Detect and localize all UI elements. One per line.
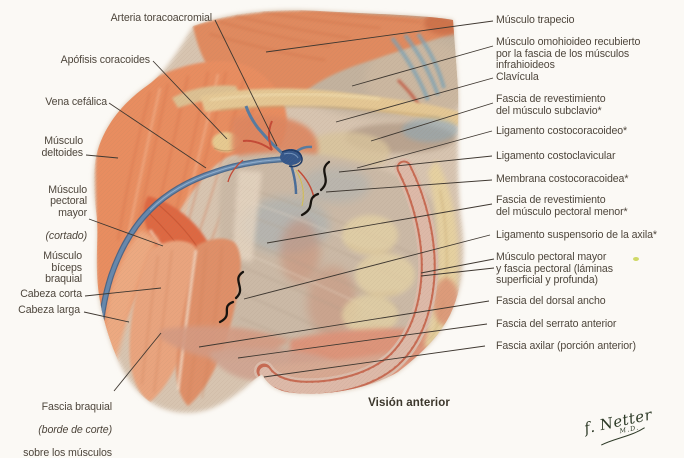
leader-fascia-braquial xyxy=(113,332,162,392)
label-text: Fascia braquial xyxy=(41,400,112,413)
leader-fascia-dorsal-ancho xyxy=(198,300,490,348)
leader-membrana-costocoracoidea xyxy=(325,179,493,193)
label-fascia-pectoral-menor: Fascia de revestimiento del músculo pect… xyxy=(496,194,628,218)
label-text2: sobre los músculos coracobraquial y bíce… xyxy=(23,446,112,458)
label-musculo-biceps-braquial: Músculo bíceps braquial xyxy=(43,250,82,285)
leader-fascia-serrato xyxy=(237,323,488,359)
label-fascia-dorsal-ancho: Fascia del dorsal ancho xyxy=(496,295,606,307)
label-cabeza-larga: Cabeza larga xyxy=(18,304,80,316)
leader-musculo-omohioideo xyxy=(351,45,494,87)
figure-caption: Visión anterior xyxy=(368,397,450,409)
label-musculo-pectoral-mayor-cortado: Músculo pectoral mayor (cortado) xyxy=(46,173,88,254)
label-musculo-omohioideo: Músculo omohioideo recubierto por la fas… xyxy=(496,36,641,71)
label-text: Músculo pectoral mayor xyxy=(48,183,87,219)
leader-lines xyxy=(83,19,495,392)
leader-cabeza-larga xyxy=(83,311,130,323)
label-ligamento-costocoracoideo: Ligamento costocoracoideo* xyxy=(496,125,628,137)
canvas-texture xyxy=(93,10,464,413)
leader-fascia-pectoral-menor xyxy=(266,203,493,244)
label-musculo-trapecio: Músculo trapecio xyxy=(496,14,575,26)
brace-lower-bottom xyxy=(218,300,235,324)
label-ligamento-costoclavicular: Ligamento costoclavicular xyxy=(496,150,616,162)
label-musculo-pectoral-mayor-fascia: Músculo pectoral mayor y fascia pectoral… xyxy=(496,251,613,286)
label-arteria-toracoacromial: Arteria toracoacromial xyxy=(110,12,213,24)
yellow-mark xyxy=(633,257,639,261)
leader-pectoral-mayor-cortado xyxy=(88,218,164,247)
label-fascia-serrato: Fascia del serrato anterior xyxy=(496,318,617,330)
brace-upper-top xyxy=(319,160,331,192)
label-note: (borde de corte) xyxy=(38,423,112,436)
leader-lig-costocoracoideo xyxy=(356,130,493,169)
leader-pectoral-mayor-fascia-a xyxy=(420,258,495,274)
label-musculo-deltoides: Músculo deltoides xyxy=(41,135,83,159)
label-cabeza-corta: Cabeza corta xyxy=(20,288,82,300)
label-fascia-axilar: Fascia axilar (porción anterior) xyxy=(496,340,636,352)
label-membrana-costocoracoidea: Membrana costocoracoidea* xyxy=(496,173,629,185)
signature-flourish xyxy=(601,427,645,446)
leader-arteria-toracoacromial xyxy=(214,19,278,147)
brace-squiggles xyxy=(218,160,331,324)
brace-upper-bottom xyxy=(300,192,320,217)
leader-lig-suspensorio xyxy=(243,234,491,300)
leader-fascia-axilar xyxy=(263,345,486,378)
leader-fascia-subclavio xyxy=(370,102,494,142)
leader-cabeza-corta xyxy=(84,287,162,297)
leader-musculo-trapecio xyxy=(265,20,494,53)
label-fascia-braquial: Fascia braquial (borde de corte) sobre l… xyxy=(23,390,112,458)
label-clavicula: Clavícula xyxy=(496,71,539,83)
leader-vena-cefalica xyxy=(108,102,207,169)
leader-lig-costoclavicular xyxy=(338,155,493,173)
label-apofisis-coracoides: Apófisis coracoides xyxy=(60,54,150,66)
label-note: (cortado) xyxy=(45,229,88,242)
leader-clavicula xyxy=(335,77,494,123)
leader-apofisis-coracoides xyxy=(152,60,228,140)
brace-lower-top xyxy=(234,270,245,300)
leader-pectoral-mayor-fascia-b xyxy=(420,267,495,277)
label-ligamento-suspensorio: Ligamento suspensorio de la axila* xyxy=(496,229,657,241)
label-vena-cefalica: Vena cefálica xyxy=(45,96,107,108)
label-fascia-subclavio: Fascia de revestimiento del músculo subc… xyxy=(496,93,606,117)
leader-musculo-deltoides xyxy=(85,154,119,159)
